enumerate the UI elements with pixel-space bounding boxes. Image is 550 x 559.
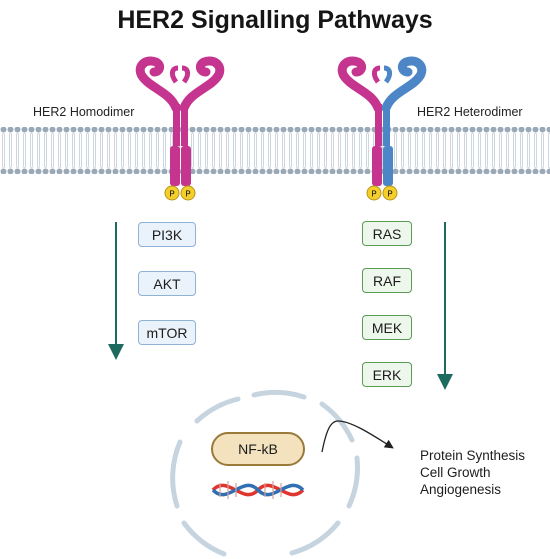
- svg-text:P: P: [387, 190, 392, 199]
- dna-helix-icon: [211, 481, 305, 499]
- pathway-node-pi3k: PI3K: [138, 222, 196, 247]
- pathway-node-mtor: mTOR: [138, 320, 196, 345]
- pathway-node-ras: RAS: [362, 221, 412, 246]
- nf-kb-node: NF-kB: [211, 432, 305, 466]
- diagram-title: HER2 Signalling Pathways: [117, 6, 433, 34]
- outcome-protein-synthesis: Protein Synthesis: [420, 448, 526, 463]
- outcome-list: Protein Synthesis Cell Growth Angiogenes…: [420, 447, 525, 498]
- homodimer-label: HER2 Homodimer: [33, 105, 135, 119]
- outcome-cell-growth: Cell Growth: [420, 465, 491, 480]
- pathway-node-raf: RAF: [362, 268, 412, 293]
- phosphate-group: P: [180, 185, 196, 201]
- phosphate-group: P: [366, 185, 382, 201]
- pathway-node-mek: MEK: [362, 315, 412, 340]
- svg-text:P: P: [371, 190, 376, 199]
- nucleus: [170, 389, 360, 557]
- svg-text:P: P: [169, 190, 174, 199]
- pathway-node-erk: ERK: [362, 362, 412, 387]
- phosphate-group: P: [164, 185, 180, 201]
- heterodimer-label: HER2 Heterodimer: [417, 105, 523, 119]
- pathway-node-akt: AKT: [138, 271, 196, 296]
- output-arrow: [321, 420, 394, 453]
- her2-homodimer-receptor: [135, 56, 225, 186]
- cell-membrane: [0, 127, 550, 174]
- outcome-angiogenesis: Angiogenesis: [420, 482, 502, 497]
- phosphate-group: P: [382, 185, 398, 201]
- svg-text:P: P: [185, 190, 190, 199]
- her2-heterodimer-receptor: [337, 56, 427, 186]
